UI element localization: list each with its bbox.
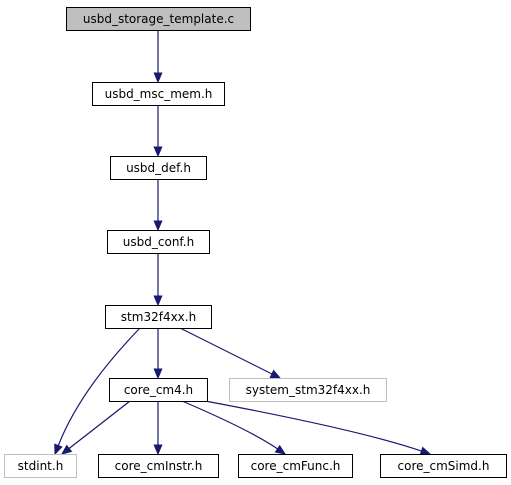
- node-label: usbd_msc_mem.h: [105, 87, 213, 101]
- edge-core-cm4-h-to-stdint-h: [60, 400, 131, 455]
- arrowhead-icon: [153, 220, 163, 232]
- arrowhead-icon: [60, 444, 73, 455]
- edge-stm32f4xx-h-to-stdint-h: [54, 327, 141, 456]
- node-stm32f4xx-h[interactable]: stm32f4xx.h: [105, 305, 212, 329]
- edge-core-cm4-h-to-core-cmSimd-h: [204, 400, 432, 456]
- arrowhead-icon: [269, 369, 282, 379]
- node-label: stdint.h: [18, 459, 64, 473]
- node-box[interactable]: [92, 82, 225, 106]
- node-core-cm4-h[interactable]: core_cm4.h: [109, 378, 208, 402]
- node-label: core_cmFunc.h: [251, 459, 341, 473]
- node-box[interactable]: [238, 454, 353, 478]
- arrowhead-icon: [153, 368, 163, 380]
- arrowhead-icon: [153, 72, 163, 84]
- node-box[interactable]: [229, 378, 387, 402]
- edge-stm32f4xx-h-to-core-cm4-h: [153, 328, 163, 380]
- node-label: usbd_def.h: [126, 161, 191, 175]
- node-box[interactable]: [66, 7, 251, 31]
- node-usbd-def-h[interactable]: usbd_def.h: [110, 156, 207, 180]
- node-core-cmSimd-h[interactable]: core_cmSimd.h: [380, 454, 507, 478]
- edge-core-cm4-h-to-core-cmInstr-h: [153, 401, 163, 456]
- edge-usbd-def-h-to-usbd-conf-h: [153, 179, 163, 232]
- node-label: stm32f4xx.h: [121, 310, 196, 324]
- node-label: core_cmInstr.h: [115, 459, 203, 473]
- node-stdint-h[interactable]: stdint.h: [4, 454, 77, 478]
- arrowhead-icon: [153, 146, 163, 158]
- edges-layer: [54, 30, 432, 456]
- arrowhead-icon: [54, 443, 63, 456]
- node-label: usbd_conf.h: [123, 235, 194, 249]
- node-box[interactable]: [105, 305, 212, 329]
- arrowhead-icon: [153, 444, 163, 456]
- node-box[interactable]: [109, 378, 208, 402]
- node-label: core_cm4.h: [124, 383, 193, 397]
- edge-usbd-msc-mem-h-to-usbd-def-h: [153, 105, 163, 158]
- node-usbd-msc-mem-h[interactable]: usbd_msc_mem.h: [92, 82, 225, 106]
- node-label: system_stm32f4xx.h: [246, 383, 371, 397]
- node-label: usbd_storage_template.c: [83, 12, 234, 26]
- arrowhead-icon: [419, 446, 432, 456]
- node-system-stm32f4xx-h[interactable]: system_stm32f4xx.h: [229, 378, 387, 402]
- edge-line: [179, 327, 273, 375]
- edge-stm32f4xx-h-to-system-stm32f4xx-h: [179, 327, 282, 379]
- edge-line: [68, 400, 131, 449]
- node-box[interactable]: [4, 454, 77, 478]
- arrowhead-icon: [153, 295, 163, 307]
- edge-usbd-storage-template-c-to-usbd-msc-mem-h: [153, 30, 163, 84]
- node-box[interactable]: [380, 454, 507, 478]
- node-box[interactable]: [110, 156, 207, 180]
- node-box[interactable]: [98, 454, 219, 478]
- edge-line: [57, 327, 141, 446]
- node-label: core_cmSimd.h: [398, 459, 490, 473]
- node-usbd-conf-h[interactable]: usbd_conf.h: [107, 230, 210, 254]
- node-core-cmFunc-h[interactable]: core_cmFunc.h: [238, 454, 353, 478]
- edge-usbd-conf-h-to-stm32f4xx-h: [153, 253, 163, 307]
- edge-line: [181, 400, 278, 450]
- arrowhead-icon: [274, 444, 287, 455]
- edge-core-cm4-h-to-core-cmFunc-h: [181, 400, 287, 455]
- node-core-cmInstr-h[interactable]: core_cmInstr.h: [98, 454, 219, 478]
- edge-line: [204, 400, 422, 452]
- nodes-layer: usbd_storage_template.c usbd_msc_mem.husb…: [4, 7, 507, 478]
- node-box[interactable]: [107, 230, 210, 254]
- node-usbd-storage-template-c[interactable]: usbd_storage_template.c: [66, 7, 251, 31]
